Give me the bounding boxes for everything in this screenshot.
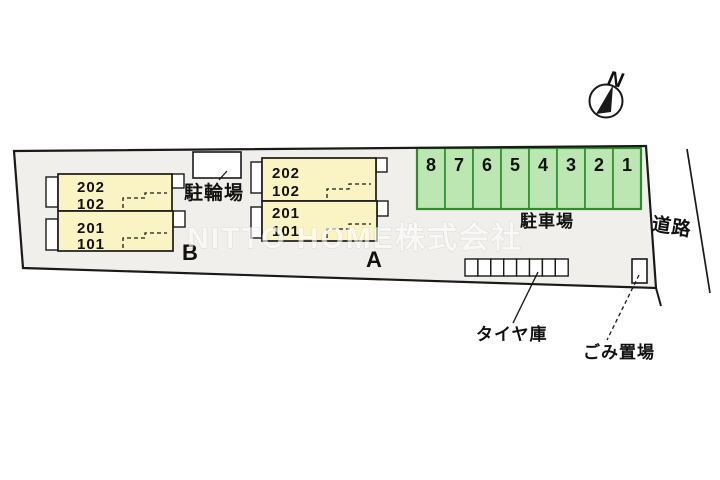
road: 道路 [650,148,711,294]
tire-storage-cell [554,258,569,277]
garbage-leader-line [606,274,640,341]
parking-stall-number: 8 [426,155,436,175]
garbage-label: ごみ置場 [583,342,655,362]
bicycle-parking: 駐輪場 [184,151,244,204]
building-b-unit-row [57,210,174,252]
tire-storage-cell [464,258,479,277]
watermark: NITTO HOME株式会社 [187,222,523,255]
tire-storage-cell [528,258,544,277]
room-number: 101 [77,236,105,253]
interior-dashed-line [326,183,371,198]
building-b-porch [45,218,59,251]
tire-storage-cell [477,258,492,277]
parking-stall-number: 4 [538,155,548,175]
road-label: 道路 [650,212,693,241]
building-a: 202 102 201 101 A [250,157,389,272]
parking-stall-number: 5 [510,155,520,175]
building-a-porch [250,161,263,194]
parking-stall-number: 6 [482,155,492,175]
tire-storage-label: タイヤ庫 [476,324,548,344]
garbage-box [631,258,648,284]
bicycle-parking-label: 駐輪場 [184,181,244,204]
room-number: 101 [272,223,300,240]
room-number: 201 [77,220,105,237]
parking-area: 8 7 6 5 4 3 2 1 駐車場 [415,146,643,231]
road-line [686,148,711,294]
building-b-unit-row [57,173,173,212]
tire-storage: タイヤ庫 [464,258,569,344]
room-number: 202 [77,179,105,196]
parking-stall-number: 2 [594,155,604,175]
tire-storage-cell [503,258,518,277]
building-a-unit-row [261,200,378,242]
building-b-stair [172,210,186,228]
room-number: 202 [272,165,300,182]
building-b-stair [171,173,185,189]
parking-label: 駐車場 [520,211,574,231]
north-arrow-icon [596,85,613,114]
building-b-label: B [182,240,198,265]
north-compass: N [588,67,626,119]
interior-dashed-line [122,232,167,248]
parking-stall-number: 3 [566,155,576,175]
building-b-porch [45,176,59,208]
tire-leader-line [512,271,539,324]
room-number: 102 [77,196,105,213]
room-number: 102 [272,183,300,200]
building-a-stair [376,200,389,217]
building-a-label: A [366,247,382,272]
tire-storage-cell [515,258,531,277]
site-boundary-extension [655,287,662,307]
garbage-area: ごみ置場 [583,258,655,362]
north-label: N [605,67,625,93]
parking-stall [556,147,586,210]
tire-storage-cell [541,258,557,277]
building-b: 202 102 201 101 B [45,173,198,265]
tire-storage-cell [490,258,505,277]
parking-stall [584,147,614,210]
bicycle-leader-line [218,170,228,181]
room-number: 201 [272,205,300,222]
interior-dashed-line [122,192,167,208]
interior-dashed-line [326,223,371,238]
parking-stall-number: 1 [622,155,632,175]
bicycle-parking-box [192,151,242,179]
building-a-stair [375,157,388,173]
parking-stall-number: 7 [454,155,464,175]
